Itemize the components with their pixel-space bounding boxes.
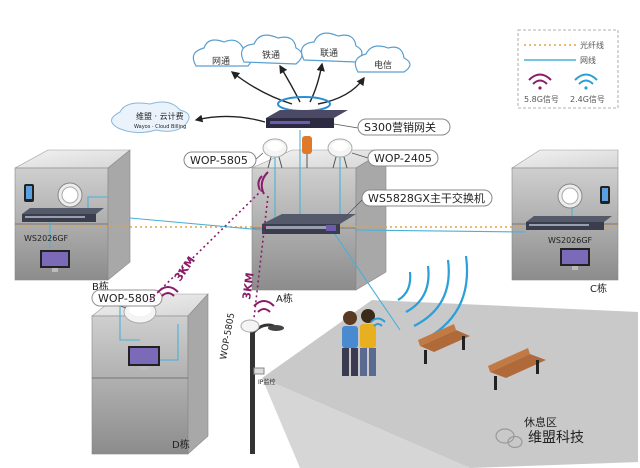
cloud-unicom: 联通: [301, 32, 363, 63]
cloud-billing-sublabel: Wayos · Cloud Billing: [134, 124, 186, 130]
gateway-label: S300营销网关: [364, 120, 436, 134]
building-d-label: D栋: [172, 438, 190, 451]
wireless-link-a-pole: [253, 195, 269, 319]
ap-left-label: WOP-5805: [190, 154, 248, 167]
ap-right-callout-line: [351, 152, 369, 159]
ap-left-device: [262, 138, 288, 169]
switch-b-label: WS2026GF: [24, 234, 69, 243]
wifi-58-icon-pole: [253, 300, 275, 313]
light-pole: [240, 319, 284, 454]
wifi-58-icon: [257, 171, 269, 195]
cloud-unicom-label: 联通: [320, 48, 338, 59]
legend-58-label: 5.8G信号: [524, 94, 559, 104]
wifi-58-icon-d: [157, 286, 179, 297]
rest-area-label: 休息区: [524, 415, 557, 429]
bench-right: [488, 348, 546, 390]
cloud-railcom: 铁通: [241, 34, 303, 65]
gateway-callout-line: [333, 123, 359, 129]
cloud-telecom: 电信: [354, 45, 411, 73]
legend-box: [517, 29, 619, 109]
watermark-text: 维盟科技: [528, 430, 584, 446]
cloud-netcom-label: 网通: [212, 56, 230, 67]
billing-arrow: [194, 114, 266, 123]
main-switch-label: WS5828GX主干交换机: [368, 191, 485, 205]
bench-left: [418, 324, 470, 364]
wechat-icon: [495, 428, 523, 449]
legend-24-icon: [574, 73, 598, 90]
camera-label: IP监控: [258, 378, 275, 386]
ap-d-label: WOP-5805: [98, 292, 156, 305]
ap-right-device: [327, 138, 353, 169]
switch-c-label: WS2026GF: [548, 236, 593, 245]
legend-58-icon: [528, 73, 552, 90]
s300-gateway-device: [266, 110, 348, 128]
main-switch-callout-line: [339, 199, 363, 223]
sector-antenna: [302, 136, 312, 168]
cloud-billing: 维盟 · 云计费 Wayos · Cloud Billing: [111, 101, 190, 134]
legend-fiber-label: 光纤线: [580, 40, 604, 50]
cloud-billing-label: 维盟 · 云计费: [136, 111, 184, 121]
ap-right-label: WOP-2405: [374, 152, 432, 165]
ap-pole-label: WOP-5805: [219, 312, 237, 360]
building-c-label: C栋: [590, 282, 607, 295]
building-c-devices: [526, 183, 612, 270]
legend-network-label: 网线: [580, 55, 596, 65]
wireless-link-a-d: [149, 189, 263, 301]
rest-area-ground-shade: [262, 378, 470, 468]
building-b-devices: [22, 182, 104, 272]
distance-label-a-d: 3KM: [172, 254, 198, 284]
wifi-24-icon-people: [370, 317, 386, 327]
cloud-railcom-label: 铁通: [262, 49, 280, 61]
cloud-telecom-label: 电信: [374, 59, 392, 71]
legend-24-label: 2.4G信号: [570, 94, 605, 104]
main-switch-device: [262, 214, 356, 234]
people-figures: [342, 309, 376, 376]
building-a-label: A栋: [276, 292, 293, 305]
internet-uplink-arrows: [230, 62, 365, 105]
distance-label-a-pole: 3KM: [240, 272, 257, 301]
gateway-ring: [277, 96, 331, 112]
